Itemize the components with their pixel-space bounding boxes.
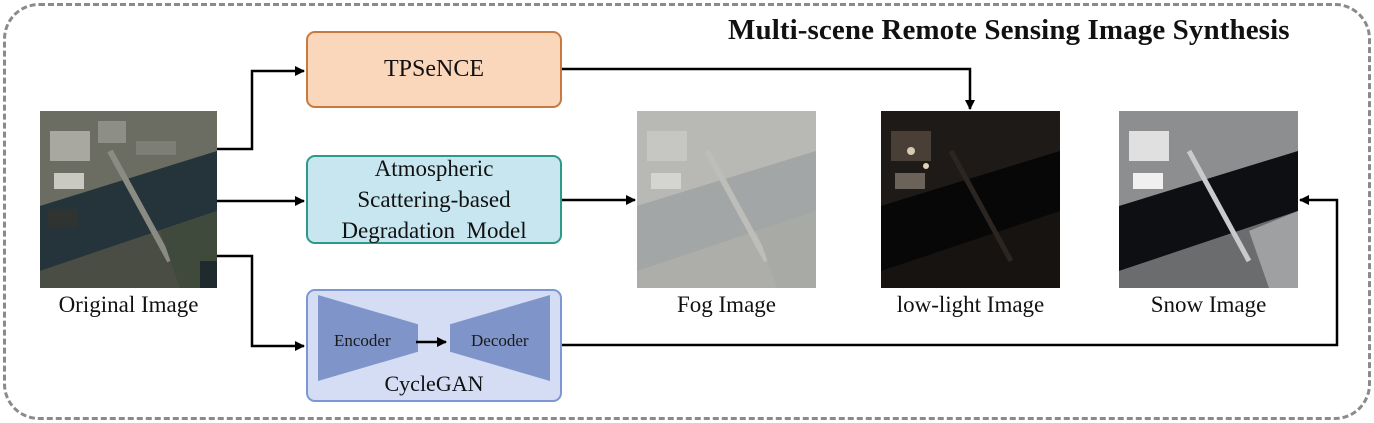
tpsence-label: TPSeNCE xyxy=(383,56,484,82)
snow-image-picture xyxy=(1119,111,1298,288)
cyclegan-box: Encoder Decoder CycleGAN xyxy=(306,289,562,402)
lowlight-image-caption: low-light Image xyxy=(896,292,1045,317)
diagram-title: Multi-scene Remote Sensing Image Synthes… xyxy=(728,14,1290,46)
fog-image xyxy=(637,111,816,288)
snow-image-caption: Snow Image xyxy=(1150,292,1267,317)
original-image-picture xyxy=(40,111,217,288)
dashed-frame xyxy=(3,3,1371,420)
encoder-label: Encoder xyxy=(334,331,391,350)
atmospheric-line-1: Atmospheric xyxy=(374,156,494,181)
arrow-tpsence-to-lowlight xyxy=(562,67,975,110)
lowlight-image xyxy=(881,111,1060,288)
atmospheric-line-3: Degradation Model xyxy=(341,218,527,243)
tpsence-box: TPSeNCE xyxy=(306,31,562,108)
atmospheric-line-2: Scattering-based xyxy=(357,187,511,212)
fog-image-caption: Fog Image xyxy=(676,292,776,317)
cyclegan-label: CycleGAN xyxy=(384,371,484,396)
arrow-original-to-tpsence xyxy=(217,66,305,151)
original-image xyxy=(40,111,217,288)
arrow-cyclegan-to-snow xyxy=(562,195,1339,347)
lowlight-image-picture xyxy=(881,111,1060,288)
arrow-original-to-cyclegan xyxy=(217,254,305,351)
fog-image-picture xyxy=(637,111,816,288)
decoder-label: Decoder xyxy=(471,331,529,350)
original-image-caption: Original Image xyxy=(58,292,199,317)
atmospheric-model-box: Atmospheric Scattering-based Degradation… xyxy=(306,155,562,244)
snow-image xyxy=(1119,111,1298,288)
